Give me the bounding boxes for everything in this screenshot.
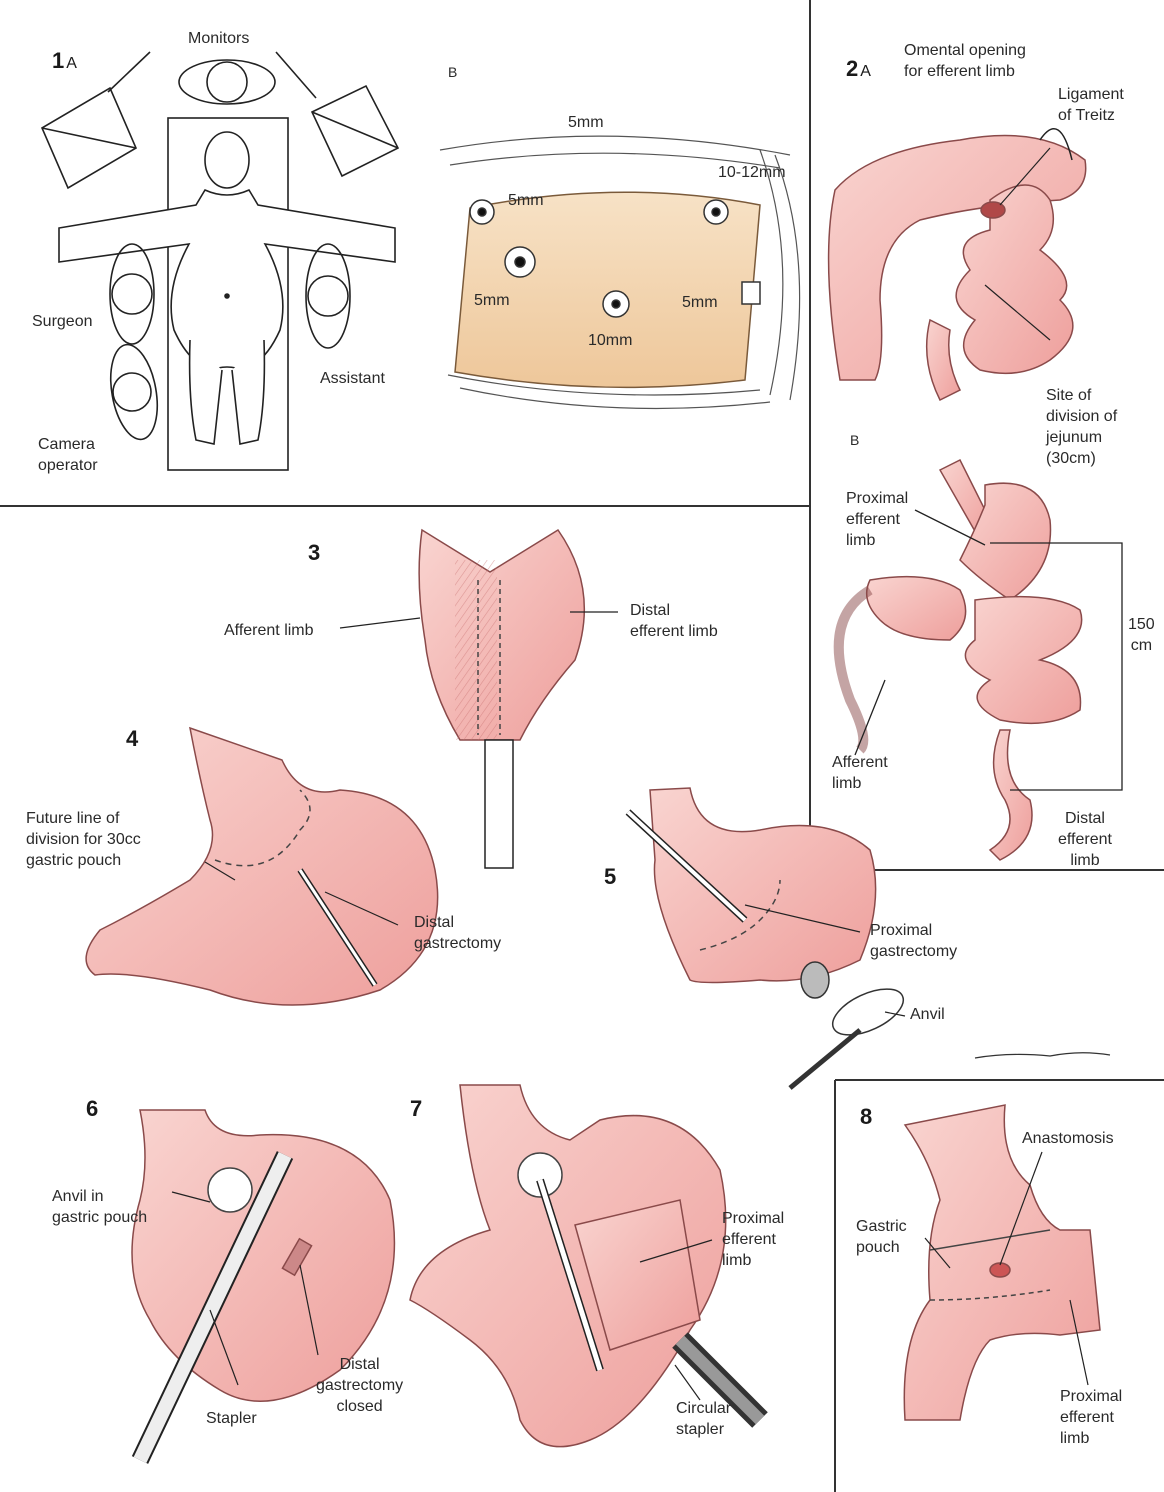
figure-6-number: 6 <box>86 1096 98 1122</box>
assistant-icon <box>306 244 350 348</box>
label-surgeon: Surgeon <box>32 311 93 332</box>
figure-2-sub-letter: A <box>860 63 871 80</box>
label-8-gastric-pouch: Gastric pouch <box>856 1216 907 1258</box>
figure-8-number: 8 <box>860 1104 872 1130</box>
surgeon-icon <box>110 244 154 344</box>
label-assistant: Assistant <box>320 368 385 389</box>
completed-anastomosis-diagram <box>904 1105 1100 1420</box>
label-port-right-top: 10-12mm <box>718 162 786 183</box>
label-8-proximal-efferent: Proximal efferent limb <box>1060 1386 1122 1449</box>
figure-1-number-text: 1 <box>52 48 64 73</box>
label-4-distal-gastrectomy: Distal gastrectomy <box>414 912 501 954</box>
label-port-left-upper: 5mm <box>508 190 544 211</box>
figure-2-number-text: 2 <box>846 56 858 81</box>
label-port-left-lower: 5mm <box>474 290 510 311</box>
label-port-center: 10mm <box>588 330 632 351</box>
camera-operator-icon <box>104 341 164 443</box>
label-2b-length: 150 cm <box>1128 614 1155 656</box>
label-8-anastomosis: Anastomosis <box>1022 1128 1114 1149</box>
figure-5-number: 5 <box>604 864 616 890</box>
figure-7-number: 7 <box>410 1096 422 1122</box>
label-2b-afferent: Afferent limb <box>832 752 888 794</box>
label-2b-distal-efferent: Distal efferent limb <box>1058 808 1112 871</box>
figure-1-sub-letter: A <box>66 55 77 72</box>
label-port-top: 5mm <box>568 112 604 133</box>
bowel-anatomy-diagram <box>829 129 1086 400</box>
or-layout-diagram <box>42 52 398 470</box>
label-ligament-of-treitz: Ligament of Treitz <box>1058 84 1124 126</box>
label-7-proximal-efferent: Proximal efferent limb <box>722 1208 784 1271</box>
label-omental-opening: Omental opening for efferent limb <box>904 40 1026 82</box>
label-6-stapler: Stapler <box>206 1408 257 1429</box>
label-2b-proximal-efferent: Proximal efferent limb <box>846 488 908 551</box>
label-site-of-division: Site of division of jejunum (30cm) <box>1046 385 1117 469</box>
label-6-anvil-in-pouch: Anvil in gastric pouch <box>52 1186 147 1228</box>
figure-1b-letter: B <box>448 62 457 83</box>
head-icon-top <box>179 60 275 104</box>
monitor-right-icon <box>276 52 398 176</box>
label-7-circular-stapler: Circular stapler <box>676 1398 731 1440</box>
label-port-right: 5mm <box>682 292 718 313</box>
circular-stapler-anastomosis-diagram <box>410 1085 760 1447</box>
figure-4-number: 4 <box>126 726 138 752</box>
figure-3-number: 3 <box>308 540 320 566</box>
proximal-gastrectomy-diagram <box>628 788 1110 1088</box>
label-5-anvil: Anvil <box>910 1004 945 1025</box>
figure-2b-letter: B <box>850 430 859 451</box>
label-6-distal-closed: Distal gastrectomy closed <box>316 1354 403 1417</box>
label-3-distal-efferent: Distal efferent limb <box>630 600 718 642</box>
label-5-proximal-gastrectomy: Proximal gastrectomy <box>870 920 957 962</box>
label-4-future-line: Future line of division for 30cc gastric… <box>26 808 141 871</box>
label-3-afferent-limb: Afferent limb <box>224 620 314 641</box>
label-monitors: Monitors <box>188 28 249 49</box>
label-camera-operator: Camera operator <box>38 434 98 476</box>
